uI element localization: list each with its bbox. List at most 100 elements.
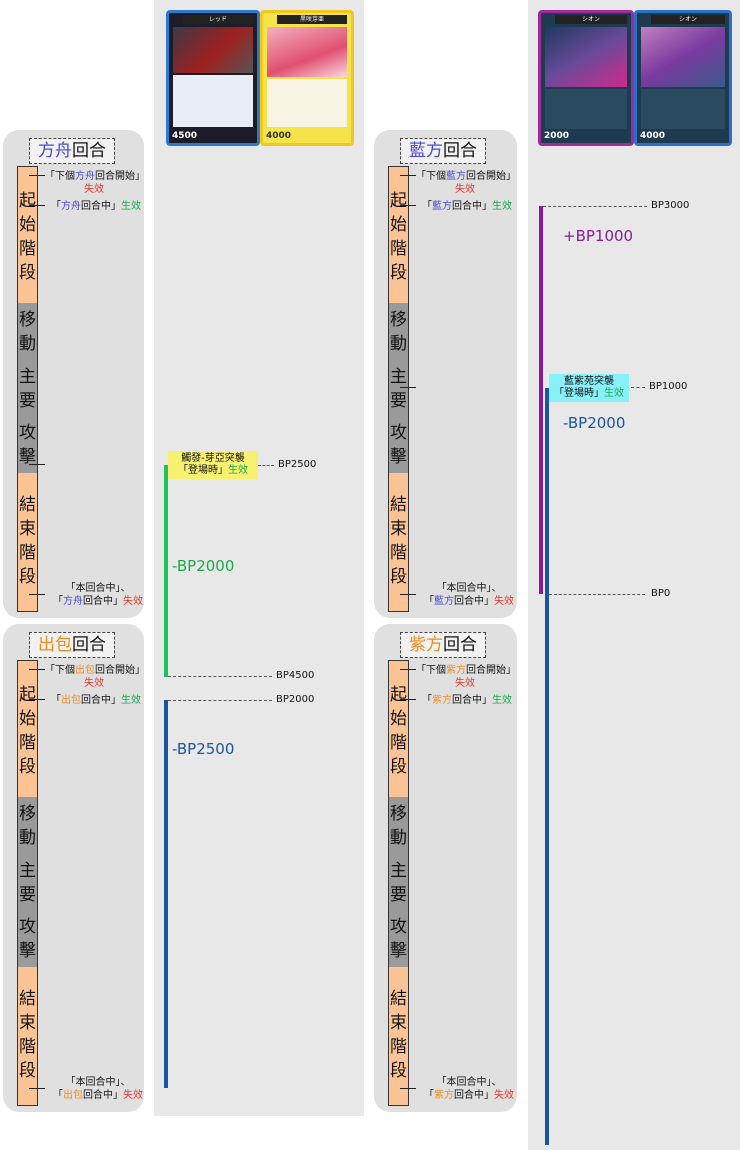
note-part: 藍方 [434, 596, 454, 607]
card-text-box [545, 89, 627, 129]
note-part: 「下個 [45, 171, 75, 182]
phase-start: 起始階段 [389, 167, 408, 303]
note-part: 「 [51, 201, 61, 212]
note-part: 回合開始」 [95, 171, 145, 182]
note-part: 生效 [492, 695, 512, 706]
round-panel-zifang: 紫方回合 起始階段 移動 主要 攻擊 結束階段 「下個紫方回合開始」 失效 「紫… [374, 624, 517, 1112]
start-note-2: 「方舟回合中」生效 [51, 200, 141, 213]
note-part: 失效 [455, 184, 475, 195]
label-minus2000-right: -BP2000 [563, 414, 626, 432]
phase-attack-label: 攻擊 [390, 423, 407, 467]
note-part: 「下個 [45, 665, 75, 676]
dash-bp4500 [168, 676, 272, 677]
note-part: 回合中」 [81, 695, 121, 706]
tick [400, 1088, 416, 1089]
card-shion-1: シオン 2000 [538, 10, 634, 146]
phase-main: 主要 [18, 361, 37, 417]
tag-line: 生效 [604, 388, 624, 399]
tick [400, 594, 416, 595]
note-part: 「 [51, 695, 61, 706]
card-shion-2: シオン 4000 [634, 10, 732, 146]
card-art [545, 27, 627, 87]
note-part: 回合中」 [454, 1090, 494, 1101]
note-part: 回合中」 [454, 596, 494, 607]
label-bp3000: BP3000 [651, 200, 690, 211]
round-title: 出包回合 [29, 632, 115, 658]
card-text-box [267, 79, 347, 127]
label-bp0: BP0 [651, 588, 671, 599]
phase-end: 結束階段 [18, 967, 37, 1105]
phase-main-label: 主要 [19, 367, 36, 411]
note-part: 生效 [121, 695, 141, 706]
phase-move-label: 移動 [19, 804, 36, 848]
card-art [267, 27, 347, 77]
trigger-tag-shion: 藍紫苑突襲 「登場時」生效 [549, 374, 629, 402]
round-panel-lanfang: 藍方回合 起始階段 移動 主要 攻擊 結束階段 「下個藍方回合開始」 失效 「藍… [374, 130, 517, 618]
note-part: 「下個 [416, 665, 446, 676]
end-note: 「本回合中」、 「藍方回合中」失效 [424, 582, 514, 608]
phase-move: 移動 [18, 303, 37, 361]
phase-end: 結束階段 [18, 473, 37, 611]
phase-end-label: 結束階段 [19, 989, 36, 1081]
end-note: 「本回合中」、 「出包回合中」失效 [53, 1076, 143, 1102]
tag-line: 藍紫苑突襲 [564, 376, 614, 387]
end-note: 「本回合中」、 「紫方回合中」失效 [424, 1076, 514, 1102]
note-part: 生效 [492, 201, 512, 212]
round-title-prefix: 方舟 [38, 141, 72, 161]
note-part: 回合開始」 [466, 171, 516, 182]
phase-attack: 攻擊 [18, 911, 37, 967]
note-part: 「 [53, 1090, 63, 1101]
note-part: 「本回合中」、 [65, 1077, 131, 1088]
phase-main: 主要 [389, 361, 408, 417]
card-art [641, 27, 725, 87]
phase-bar: 起始階段 移動 主要 攻擊 結束階段 [17, 660, 38, 1106]
tick [400, 669, 416, 670]
note-part: 「 [424, 596, 434, 607]
start-note-1: 「下個方舟回合開始」 失效 [45, 170, 145, 196]
card-red: レッド 4500 [166, 10, 260, 146]
note-part: 藍方 [446, 171, 466, 182]
round-title-prefix: 藍方 [409, 141, 443, 161]
note-part: 回合開始」 [95, 665, 145, 676]
note-part: 失效 [123, 1090, 143, 1101]
note-part: 「 [424, 1090, 434, 1101]
tick [29, 594, 45, 595]
purple-bp-line [539, 206, 543, 594]
start-note-2: 「藍方回合中」生效 [422, 200, 512, 213]
note-part: 「本回合中」、 [436, 1077, 502, 1088]
note-part: 藍方 [432, 201, 452, 212]
phase-main-label: 主要 [390, 861, 407, 905]
start-note-1: 「下個藍方回合開始」 失效 [416, 170, 516, 196]
round-panel-chubao: 出包回合 起始階段 移動 主要 攻擊 結束階段 「下個出包回合開始」 失效 「出… [3, 624, 145, 1112]
phase-bar: 起始階段 移動 主要 攻擊 結束階段 [17, 166, 38, 612]
dash-bp3000 [543, 206, 647, 207]
blue-bp-line [164, 700, 168, 1088]
label-plus1000: +BP1000 [563, 227, 634, 245]
note-part: 「本回合中」、 [436, 583, 502, 594]
card-bp: 4000 [266, 131, 292, 141]
start-note-2: 「紫方回合中」生效 [422, 694, 512, 707]
phase-main-label: 主要 [390, 367, 407, 411]
phase-end-label: 結束階段 [390, 989, 407, 1081]
card-bp: 4000 [640, 131, 666, 141]
note-part: 紫方 [446, 665, 466, 676]
dash-bp0 [549, 594, 645, 595]
note-part: 「 [53, 596, 63, 607]
phase-end-label: 結束階段 [19, 495, 36, 587]
phase-start-label: 起始階段 [390, 685, 407, 777]
phase-attack-label: 攻擊 [19, 423, 36, 467]
phase-move: 移動 [389, 303, 408, 361]
phase-bar: 起始階段 移動 主要 攻擊 結束階段 [388, 660, 409, 1106]
tick [29, 1088, 45, 1089]
round-panel-fangzhou: 方舟回合 起始階段 移動 主要 攻擊 結束階段 「下個方舟回合開始」 失效 「方… [3, 130, 145, 618]
tick [29, 669, 45, 670]
tick [400, 205, 416, 206]
label-bp2500: BP2500 [278, 459, 317, 470]
round-title: 藍方回合 [400, 138, 486, 164]
round-title: 方舟回合 [29, 138, 115, 164]
phase-start: 起始階段 [18, 167, 37, 303]
start-note-1: 「下個紫方回合開始」 失效 [416, 664, 516, 690]
phase-main-label: 主要 [19, 861, 36, 905]
phase-attack: 攻擊 [389, 911, 408, 967]
card-mea: 黒咲芽亜 4000 [260, 10, 354, 146]
